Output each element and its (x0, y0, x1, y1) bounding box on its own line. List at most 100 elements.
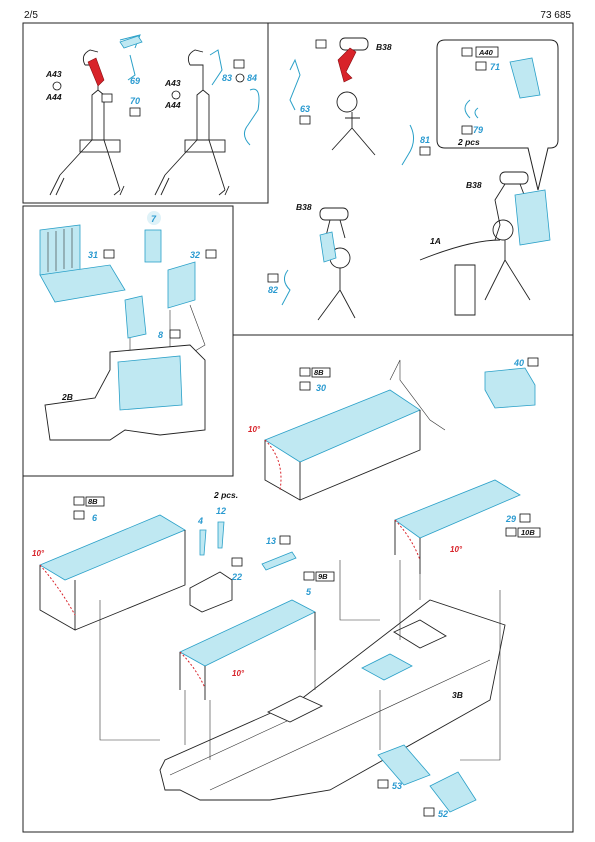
label-b38-1: B38 (376, 42, 392, 52)
label-2b: 2B (61, 392, 73, 402)
part-52-sheet (429, 771, 477, 813)
panel-3: 31 7 32 8 2B (39, 211, 217, 441)
label-9b: 9B (318, 572, 328, 581)
ref-badge-10b (517, 527, 541, 538)
part-31-panel (39, 224, 81, 276)
panel-4: 8B 30 10° 40 (248, 357, 539, 501)
check-icon (129, 107, 141, 117)
part-13-strip (261, 551, 297, 571)
panel-5: 8B 6 10° 2 pcs. 4 12 13 22 9B 5 10° 29 1… (32, 479, 541, 819)
page-number: 2/5 (24, 10, 38, 21)
part-71-sheet (509, 57, 541, 99)
angle-10-4: 10° (450, 545, 463, 554)
check-icon (527, 357, 539, 367)
part-num-83: 83 (222, 73, 232, 83)
label-8b-1: 8B (314, 368, 324, 377)
glue-icon (299, 367, 311, 377)
check-icon (205, 249, 217, 259)
label-b38-3: B38 (466, 180, 482, 190)
check-icon (423, 807, 435, 817)
label-2-pcs-dot: 2 pcs. (213, 490, 238, 500)
label-a43-2: A43 (164, 78, 181, 88)
label-3b: 3B (452, 690, 463, 700)
set-number: 73 685 (540, 10, 571, 21)
check-icon (475, 61, 487, 71)
panel-1-border (22, 22, 269, 204)
check-icon (299, 115, 311, 125)
part-8-plate (124, 295, 147, 339)
angle-10-2: 10° (32, 549, 45, 558)
part-num-30: 30 (316, 383, 326, 393)
deck-29-plate (394, 479, 521, 539)
glue-icon (73, 496, 85, 506)
check-icon (267, 273, 279, 283)
part-num-71: 71 (490, 62, 500, 72)
hull-part-cyan (361, 653, 413, 681)
part-40-box (484, 367, 536, 409)
check-icon (73, 510, 85, 520)
ref-badge-a40 (475, 46, 499, 58)
part-num-70: 70 (130, 96, 140, 106)
stool-b38-top (289, 37, 414, 166)
check-icon (233, 59, 245, 69)
angle-10-3: 10° (232, 669, 245, 678)
label-a43-1: A43 (45, 69, 62, 79)
part-red-backrest (337, 47, 357, 83)
ref-badge-8b (85, 496, 105, 507)
label-a40: A40 (478, 48, 494, 57)
glue-icon (505, 527, 517, 537)
part-num-84: 84 (247, 73, 257, 83)
label-1a: 1A (430, 236, 441, 246)
part-num-53: 53 (392, 781, 402, 791)
window-icon (315, 39, 327, 49)
part-red-bracket-1 (87, 57, 105, 87)
ref-badge-8b (311, 367, 331, 378)
part-7-strip (144, 229, 162, 263)
glue-icon (52, 81, 62, 91)
part-num-6: 6 (92, 513, 98, 523)
check-icon (461, 125, 473, 135)
glue-icon (171, 90, 181, 100)
panel-2: B38 63 81 A40 71 79 2 pcs B38 1A (267, 37, 559, 321)
box-2b-interior (117, 355, 183, 411)
label-b38-2: B38 (296, 202, 312, 212)
check-icon (103, 249, 115, 259)
chair-assembly (419, 171, 551, 316)
part-num-8: 8 (158, 330, 163, 340)
label-a44-2: A44 (164, 100, 181, 110)
check-icon (377, 779, 389, 789)
console-base (189, 571, 233, 613)
check-icon (231, 557, 243, 567)
glue-badge (461, 47, 473, 57)
part-7-marker (147, 211, 161, 225)
part-num-5: 5 (306, 587, 312, 597)
part-32-sheet (167, 261, 196, 309)
check-icon (419, 146, 431, 156)
deck-6-plate (39, 514, 186, 581)
stool-right (154, 49, 260, 196)
part-num-82: 82 (268, 285, 278, 295)
window-icon (101, 93, 113, 103)
panel-4-5-border (22, 335, 574, 833)
check-icon (519, 513, 531, 523)
ref-badge-9b (315, 571, 335, 582)
part-num-29: 29 (505, 514, 516, 524)
part-num-7: 7 (151, 214, 157, 224)
part-num-63: 63 (300, 104, 310, 114)
stool-left (49, 34, 143, 196)
label-2-pcs: 2 pcs (457, 137, 480, 147)
part-num-12: 12 (216, 506, 226, 516)
part-53-sheet (377, 744, 431, 786)
part-num-13: 13 (266, 536, 276, 546)
deck-30-plate (264, 389, 421, 463)
check-icon (169, 329, 181, 339)
part-num-22: 22 (231, 572, 242, 582)
stool-b38-lower (281, 207, 356, 321)
part-num-52: 52 (438, 809, 448, 819)
part-num-81: 81 (420, 135, 430, 145)
panel-1: A43 A44 69 70 A43 A44 83 84 (45, 34, 260, 196)
part-num-31: 31 (88, 250, 98, 260)
part-num-69: 69 (130, 76, 140, 86)
part-num-4: 4 (197, 516, 203, 526)
